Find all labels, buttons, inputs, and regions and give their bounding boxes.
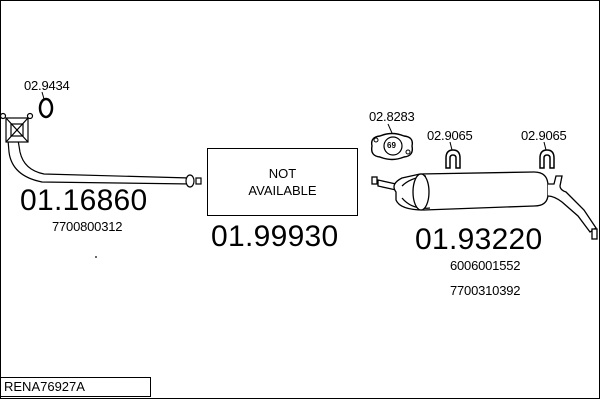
gasket-part-label: 02.8283: [369, 109, 415, 124]
front-pipe-part-number: 01.16860: [20, 184, 148, 217]
clamp-ring-icon: [38, 91, 54, 119]
gasket-badge-label: 69: [387, 141, 396, 150]
middle-section-part-number: 01.99930: [211, 220, 339, 253]
hanger-2-icon: [539, 141, 555, 169]
clamp-part-label: 02.9434: [24, 78, 70, 93]
front-pipe-drawing: [0, 112, 202, 188]
not-available-box: NOT AVAILABLE: [207, 148, 358, 216]
reference-box: RENA76927A: [0, 377, 151, 397]
stray-dot: [95, 256, 97, 258]
rear-silencer-oem-number-2: 7700310392: [450, 283, 521, 298]
hanger-2-part-label: 02.9065: [521, 128, 567, 143]
gasket-icon: [370, 123, 414, 161]
not-available-line1: NOT: [268, 166, 297, 181]
not-available-line2: AVAILABLE: [248, 183, 317, 198]
hanger-1-icon: [445, 141, 461, 169]
hanger-1-part-label: 02.9065: [427, 128, 473, 143]
rear-silencer-oem-number-1: 6006001552: [450, 258, 521, 273]
rear-silencer-part-number: 01.93220: [415, 223, 543, 256]
rear-silencer-drawing: [371, 171, 598, 240]
reference-code: RENA76927A: [4, 379, 85, 394]
front-pipe-oem-number: 7700800312: [52, 219, 123, 234]
